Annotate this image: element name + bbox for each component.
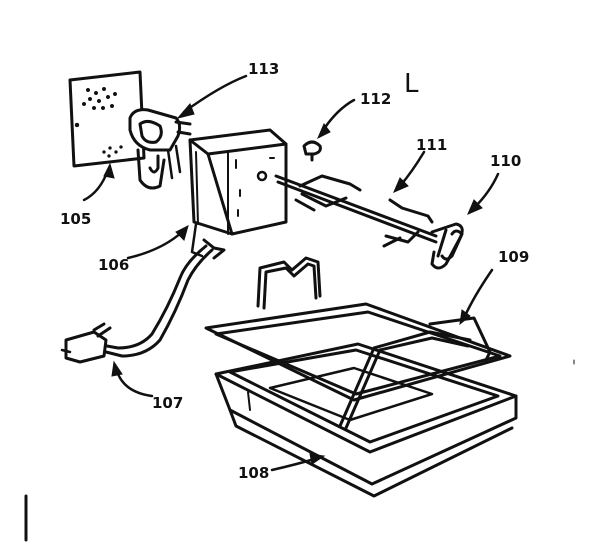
- label-106: 106: [98, 256, 129, 274]
- label-113: 113: [248, 60, 279, 78]
- mounting-plate: [68, 70, 146, 168]
- label-109: 109: [498, 248, 529, 266]
- label-107: 107: [152, 394, 183, 412]
- label-108: 108: [238, 464, 269, 482]
- label-112: 112: [360, 90, 391, 108]
- corner-mark: L: [404, 69, 419, 99]
- scan-mark: [24, 359, 575, 542]
- leader-lines: [82, 74, 500, 472]
- drip-pan: [214, 342, 518, 498]
- label-110: 110: [490, 152, 521, 170]
- thumb-screw: [302, 140, 322, 162]
- spit-rod: [274, 174, 438, 248]
- wire-rack: [204, 256, 512, 430]
- label-105: 105: [60, 210, 91, 228]
- power-cord: [60, 238, 226, 364]
- label-111: 111: [416, 136, 447, 154]
- motor-box: [188, 128, 288, 258]
- motor-bracket: [128, 108, 192, 190]
- skewer-handle: [430, 222, 464, 270]
